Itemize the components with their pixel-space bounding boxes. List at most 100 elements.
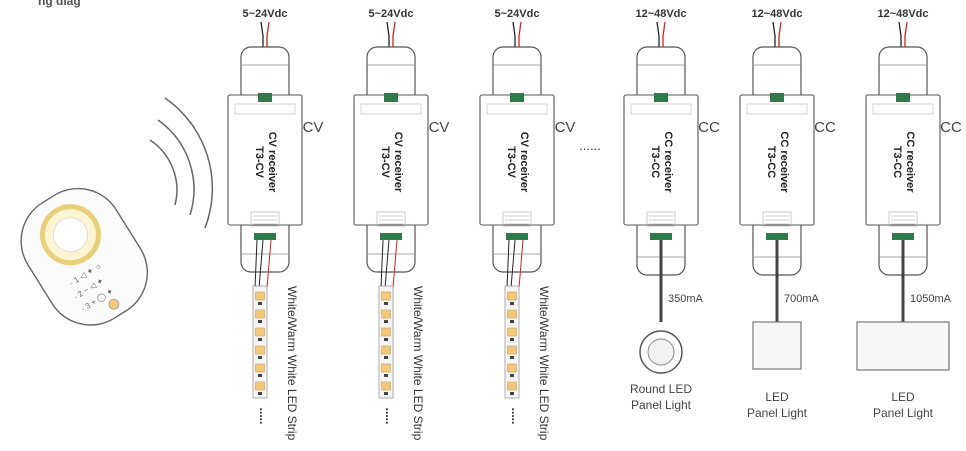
led-chip — [507, 327, 517, 337]
input-terminal — [654, 93, 668, 102]
led-resistor — [384, 338, 388, 341]
led-chip — [255, 363, 265, 373]
strip-label: White/Warm White LED Strip — [411, 286, 425, 441]
led-chip — [507, 381, 517, 391]
output-current: 350mA — [668, 293, 704, 305]
output-wire-red — [266, 239, 272, 289]
led-chip — [255, 327, 265, 337]
receiver-name: CV receiver — [266, 132, 278, 193]
output-terminal — [892, 233, 914, 240]
receiver-name: CV receiver — [518, 132, 530, 193]
led-chip — [381, 381, 391, 391]
output-current: 1050mA — [910, 293, 952, 305]
receiver-type-label: CV — [303, 119, 324, 136]
led-resistor — [384, 392, 388, 395]
load-label-line1: LED — [765, 390, 789, 404]
strip-label: White/Warm White LED Strip — [285, 286, 299, 441]
strip-label: White/Warm White LED Strip — [537, 286, 551, 441]
led-resistor — [384, 302, 388, 305]
input-terminal — [510, 93, 524, 102]
load-label-line1: Round LED — [630, 382, 692, 396]
strip-continuation: ..... — [257, 408, 271, 425]
square-panel-light — [752, 321, 802, 370]
output-wire — [506, 239, 510, 289]
output-terminal — [766, 233, 788, 240]
receiver-name: CC receiver — [904, 131, 916, 193]
receiver-model: T3-CV — [379, 146, 391, 178]
led-resistor — [258, 392, 262, 395]
output-spec-box — [646, 211, 676, 227]
output-terminal — [380, 233, 402, 240]
led-resistor — [384, 374, 388, 377]
strip-continuation: ..... — [509, 408, 523, 425]
input-terminal — [770, 93, 784, 102]
receiver-type-label: CC — [698, 119, 720, 136]
led-chip — [507, 309, 517, 319]
receiver-type-label: CC — [940, 119, 962, 136]
voltage-label: 12~48Vdc — [751, 8, 802, 20]
voltage-label: 12~48Vdc — [877, 8, 928, 20]
led-chip — [255, 291, 265, 301]
receiver-model: T3-CC — [765, 146, 777, 178]
output-spec-box — [250, 211, 280, 227]
voltage-label: 5~24Vdc — [243, 8, 288, 20]
led-chip — [381, 345, 391, 355]
led-resistor — [510, 374, 514, 377]
led-resistor — [258, 320, 262, 323]
receiver-model: T3-CC — [649, 146, 661, 178]
load-label-line2: Panel Light — [747, 406, 808, 420]
led-chip — [381, 291, 391, 301]
output-wire — [384, 239, 390, 289]
receiver-type-label: CV — [429, 119, 450, 136]
receiver-model: T3-CC — [891, 146, 903, 178]
spec-label-box — [630, 103, 692, 115]
load-label-line1: LED — [891, 390, 915, 404]
led-resistor — [384, 356, 388, 359]
spec-label-box — [872, 103, 934, 115]
more-receivers-ellipsis: ...... — [579, 138, 601, 153]
spec-label-box — [234, 103, 296, 115]
led-resistor — [510, 392, 514, 395]
receiver-model: T3-CV — [253, 146, 265, 178]
led-chip — [381, 309, 391, 319]
receiver-name: CV receiver — [392, 132, 404, 193]
led-chip — [507, 345, 517, 355]
receiver-name: CC receiver — [662, 131, 674, 193]
voltage-label: 5~24Vdc — [495, 8, 540, 20]
receiver-type-label: CV — [555, 119, 576, 136]
remote-control: · 1 ◁ ✦ ☼ · 2 − ◁ ✦ · 3 + ◯ ✦ — [20, 97, 214, 326]
voltage-label: 5~24Vdc — [369, 8, 414, 20]
led-resistor — [510, 302, 514, 305]
led-chip — [507, 363, 517, 373]
voltage-label: 12~48Vdc — [635, 8, 686, 20]
strip-continuation: ..... — [383, 408, 397, 425]
output-current: 700mA — [784, 293, 820, 305]
receiver-type-label: CC — [814, 119, 836, 136]
output-wire — [258, 239, 264, 289]
led-resistor — [258, 302, 262, 305]
load-label-line2: Panel Light — [873, 406, 934, 420]
input-terminal — [896, 93, 910, 102]
output-spec-box — [762, 211, 792, 227]
output-wire — [510, 239, 516, 289]
spec-label-box — [360, 103, 422, 115]
spec-label-box — [746, 103, 808, 115]
led-chip — [255, 381, 265, 391]
led-resistor — [258, 374, 262, 377]
led-chip — [381, 327, 391, 337]
output-wire-red — [392, 239, 398, 289]
led-resistor — [510, 338, 514, 341]
led-resistor — [510, 320, 514, 323]
output-terminal — [254, 233, 276, 240]
led-chip — [381, 363, 391, 373]
diagram-title: ng diag — [38, 0, 81, 8]
input-terminal — [384, 93, 398, 102]
led-resistor — [258, 338, 262, 341]
